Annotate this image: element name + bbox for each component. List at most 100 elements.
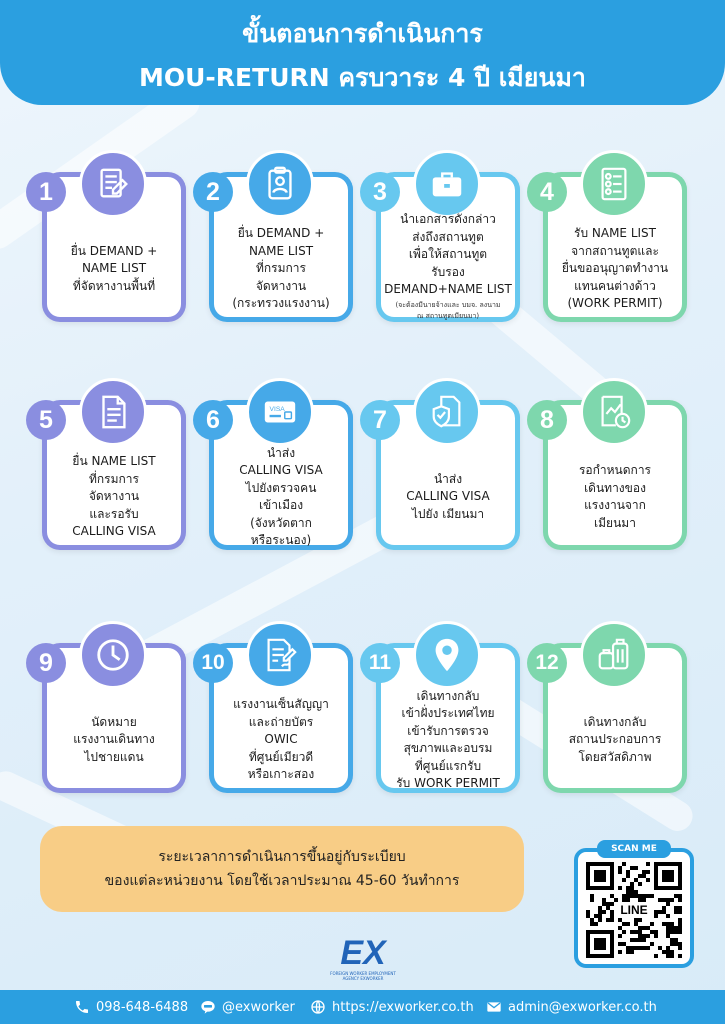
qr-module	[666, 926, 670, 930]
clock-icon	[79, 621, 147, 689]
qr-module	[678, 930, 682, 934]
qr-line-label: LINE	[614, 902, 654, 918]
qr-module	[658, 946, 662, 950]
qr-module	[594, 870, 606, 882]
step-number: 6	[193, 400, 233, 440]
qr-module	[674, 942, 678, 946]
qr-module	[618, 866, 622, 870]
line-contact[interactable]: @exworker	[200, 999, 295, 1015]
visa-label: VISA	[270, 406, 286, 413]
step-line: ยื่นขออนุญาตทำงาน	[561, 261, 669, 276]
qr-module	[670, 922, 674, 926]
qr-module	[650, 942, 654, 946]
email-contact[interactable]: admin@exworker.co.th	[486, 999, 657, 1015]
step-line: เพื่อให้สถานทูต	[408, 247, 488, 262]
qr-module	[606, 902, 610, 906]
step-card-2: 2 ยื่น DEMAND + NAME LIST ที่กรมการ จัดห…	[193, 150, 353, 322]
qr-module	[594, 914, 598, 918]
step-line: (จังหวัดตาก	[250, 515, 312, 530]
qr-module	[678, 894, 682, 898]
qr-module	[638, 926, 642, 930]
qr-module	[634, 938, 638, 942]
qr-module	[646, 862, 650, 866]
qr-module	[610, 894, 614, 898]
qr-module	[602, 902, 606, 906]
qr-module	[618, 950, 622, 954]
qr-module	[598, 906, 602, 910]
step-line: NAME LIST	[248, 243, 314, 258]
qr-module	[678, 918, 682, 922]
qr-module	[654, 954, 658, 958]
phone-icon	[76, 1001, 88, 1013]
qr-module	[678, 898, 682, 902]
qr-module	[670, 898, 674, 902]
qr-module	[670, 930, 674, 934]
qr-module	[598, 910, 602, 914]
qr-module	[646, 926, 650, 930]
website-contact[interactable]: https://exworker.co.th	[310, 999, 474, 1015]
phone-number: 098-648-6488	[96, 999, 189, 1015]
step-number: 11	[360, 643, 400, 683]
qr-module	[638, 882, 642, 886]
qr-module	[634, 946, 638, 950]
step-line: CALLING VISA	[406, 489, 490, 504]
step-line: เข้าเมือง	[258, 498, 304, 512]
qr-module	[622, 942, 626, 946]
qr-module	[630, 938, 634, 942]
step-line: รอกำหนดการ	[578, 463, 651, 477]
qr-module	[678, 942, 682, 946]
step-line: เดินทางกลับ	[416, 688, 480, 703]
qr-module	[594, 922, 598, 926]
step-text: ยื่น DEMAND + NAME LIST ที่กรมการ จัดหาง…	[213, 224, 349, 314]
phone-contact[interactable]: 098-648-6488	[74, 999, 188, 1015]
qr-module	[642, 898, 646, 902]
qr-module	[638, 934, 642, 938]
qr-module	[630, 946, 634, 950]
qr-module	[626, 950, 630, 954]
qr-module	[622, 862, 626, 866]
step-line: (WORK PERMIT)	[567, 296, 663, 311]
step-line: เข้าฝั่งประเทศไทย	[401, 706, 495, 720]
qr-module	[642, 874, 646, 878]
visa-card-icon: VISA	[246, 378, 314, 446]
website-url: https://exworker.co.th	[332, 999, 474, 1015]
step-line: จากสถานทูตและ	[571, 243, 659, 258]
step-text: รับ NAME LIST จากสถานทูตและ ยื่นขออนุญาต…	[547, 224, 683, 314]
step-card-4: 4 รับ NAME LIST จากสถานทูตและ ยื่นขออนุญ…	[527, 150, 687, 322]
clipboard-person-icon	[246, 150, 314, 218]
step-line: (กระทรวงแรงงาน)	[232, 296, 330, 311]
line-qr-code[interactable]: LINE	[574, 848, 694, 968]
qr-module	[662, 922, 666, 926]
qr-module	[638, 930, 642, 934]
logo-mark: EX	[340, 934, 386, 972]
step-text: นัดหมาย แรงงานเดินทาง ไปชายแดน	[46, 695, 182, 785]
qr-module	[630, 882, 634, 886]
qr-module	[626, 870, 630, 874]
email-address: admin@exworker.co.th	[508, 999, 657, 1015]
qr-module	[650, 922, 654, 926]
step-number: 5	[26, 400, 66, 440]
qr-module	[614, 898, 618, 902]
page-title: ขั้นตอนการดำเนินการ	[242, 19, 483, 48]
qr-pattern	[586, 862, 682, 958]
step-text: นำส่ง CALLING VISA ไปยัง เมียนมา	[380, 452, 516, 542]
notice-line: ของแต่ละหน่วยงาน โดยใช้เวลาประมาณ 45-60 …	[104, 873, 460, 889]
qr-module	[662, 898, 666, 902]
step-line: หรือเกาะสอง	[247, 767, 315, 782]
step-line: DEMAND+NAME LIST	[384, 282, 512, 297]
header-banner: ขั้นตอนการดำเนินการ MOU-RETURN ครบวาระ 4…	[0, 0, 725, 105]
qr-module	[662, 870, 674, 882]
qr-module	[598, 918, 602, 922]
processing-time-notice: ระยะเวลาการดำเนินการขึ้นอยู่กับระเบียบ ข…	[40, 826, 524, 912]
qr-module	[638, 894, 642, 898]
qr-module	[662, 906, 666, 910]
qr-module	[626, 922, 630, 926]
qr-module	[590, 918, 594, 922]
step-number: 8	[527, 400, 567, 440]
step-line: OWIC	[264, 732, 298, 747]
step-line: สถานประกอบการ	[568, 732, 662, 747]
line-id: @exworker	[222, 999, 295, 1015]
qr-module	[666, 898, 670, 902]
qr-module	[630, 886, 634, 890]
qr-module	[674, 938, 678, 942]
